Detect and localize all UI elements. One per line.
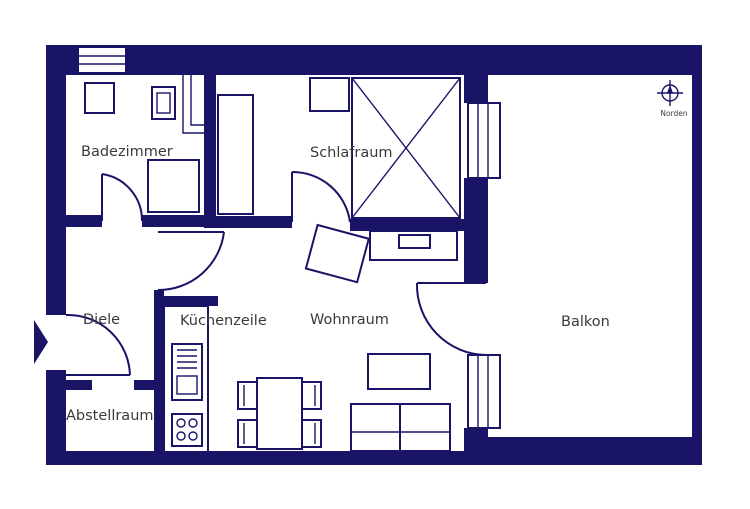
compass-icon (657, 80, 683, 106)
coffee-table (367, 353, 431, 390)
walls (46, 45, 702, 465)
armchair (304, 223, 370, 284)
sink (171, 343, 203, 401)
room-label-schlafraum: Schlafraum (310, 145, 393, 161)
tv (398, 234, 431, 249)
bathroom-fixtures (84, 75, 204, 213)
compass-label: Norden (660, 109, 688, 118)
stove (171, 413, 203, 447)
bedroom-furniture (217, 77, 461, 219)
room-label-balkon: Balkon (561, 314, 610, 330)
room-label-abstellraum: Abstellraum (66, 408, 154, 424)
washbasin (84, 82, 115, 114)
nightstand (309, 77, 350, 112)
dining-table (256, 377, 303, 450)
tv-unit (369, 230, 458, 261)
dining-set (237, 377, 322, 450)
room-label-diele: Diele (83, 312, 120, 328)
kitchen-fixtures (163, 305, 209, 453)
room-label-kuechenzeile: Küchenzeile (180, 313, 267, 329)
toilet (151, 86, 176, 120)
room-label-badezimmer: Badezimmer (81, 144, 173, 160)
bed (351, 77, 461, 219)
windows (77, 46, 501, 429)
doors (34, 170, 487, 376)
kitchen-counter (163, 305, 209, 453)
entrance-arrow-icon (34, 320, 48, 364)
living-room-furniture (304, 223, 458, 452)
wardrobe (217, 94, 254, 215)
shower-pipe (182, 75, 204, 134)
bathtub (147, 159, 200, 213)
room-label-wohnraum: Wohnraum (310, 312, 389, 328)
